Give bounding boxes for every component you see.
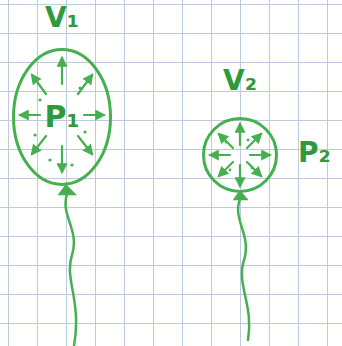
- gas-particles: [33, 86, 253, 171]
- balloon-outline: [14, 50, 111, 185]
- text-slot: V₁: [45, 4, 79, 32]
- balloon-string: [60, 186, 249, 346]
- pressure-label: P₁: [44, 99, 79, 134]
- text-slot: V₂: [223, 67, 257, 95]
- text-slot: P₂: [298, 139, 331, 167]
- volume-label: V₂: [223, 64, 257, 97]
- pressure-label: P₂: [298, 136, 331, 169]
- balloon: V₂P₂: [202, 117, 278, 193]
- balloon-outline: [202, 117, 278, 193]
- text-slot: P₁: [44, 102, 79, 132]
- balloon: V₁P₁: [12, 48, 112, 186]
- pressure-arrows: [20, 58, 270, 186]
- volume-label: V₁: [45, 1, 79, 34]
- balloon-outline: [204, 119, 277, 192]
